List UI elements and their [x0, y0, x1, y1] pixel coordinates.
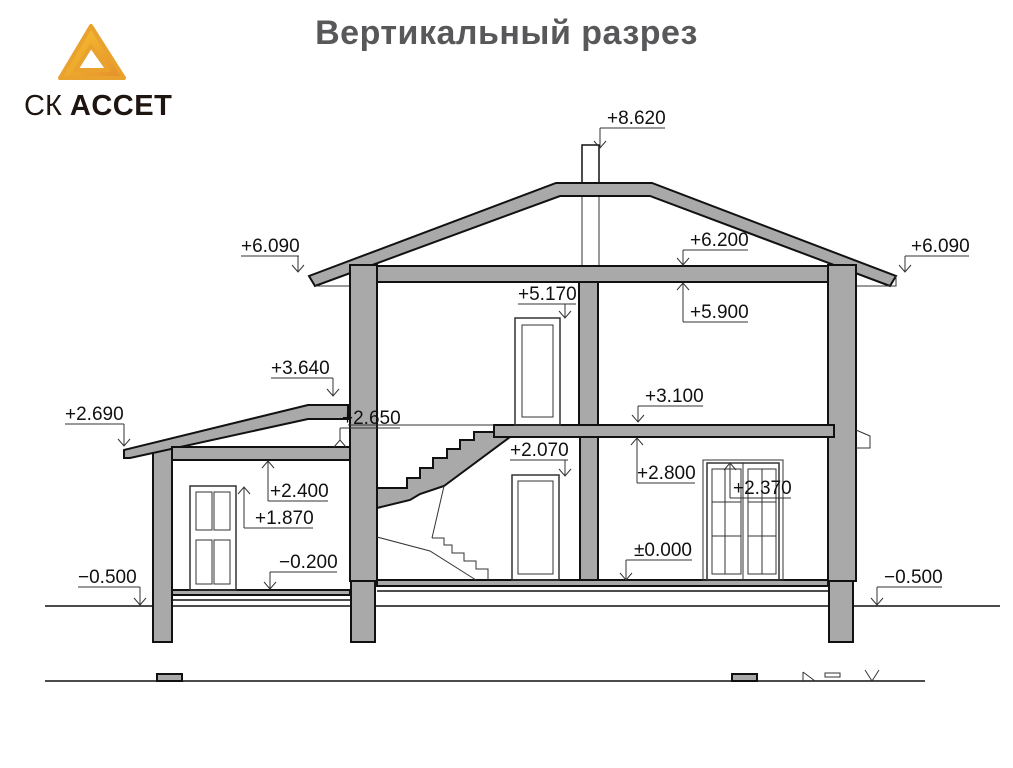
level-marker-annex-roof-base: +2.650 [333, 408, 401, 448]
level-leader [78, 586, 147, 606]
level-leader [271, 377, 340, 397]
level-label: +2.690 [65, 404, 124, 425]
chimney [581, 144, 600, 184]
level-marker-annex-ceiling: +2.400 [261, 460, 329, 502]
upper-door [514, 317, 561, 426]
level-label: +2.370 [733, 478, 792, 499]
staircase [376, 431, 514, 510]
level-label: +2.800 [637, 463, 696, 484]
wall-bracket [855, 429, 871, 449]
level-leader [333, 427, 400, 448]
level-leader [619, 559, 692, 581]
footing-block [156, 673, 183, 682]
level-leader [723, 462, 791, 499]
footing-block [731, 673, 758, 682]
level-label: +6.200 [690, 230, 749, 251]
level-leader [65, 423, 131, 447]
level-marker-eave-right: +6.090 [898, 236, 970, 273]
level-label: −0.500 [78, 567, 137, 588]
level-label: +8.620 [607, 108, 666, 129]
french-door [702, 459, 784, 581]
level-marker-french-door-top: +2.370 [723, 462, 792, 499]
level-marker-annex-roof-top: +3.640 [271, 358, 340, 397]
level-marker-second-ceiling: +5.900 [676, 282, 749, 323]
annex-door [189, 485, 237, 591]
level-label: +1.870 [255, 508, 314, 529]
level-label: +2.400 [270, 481, 329, 502]
level-label: +3.640 [271, 358, 330, 379]
level-leader [261, 460, 328, 502]
right-main-wall [827, 264, 857, 582]
ground-floor-slab [376, 579, 829, 587]
level-marker-ground-right: −0.500 [870, 567, 943, 606]
level-label: +6.090 [241, 236, 300, 257]
level-marker-main-floor: ±0.000 [619, 540, 692, 581]
level-marker-ridge: +8.620 [593, 108, 666, 149]
right-foundation [828, 580, 854, 643]
left-main-wall [349, 264, 378, 582]
annex-floor-slab [171, 589, 351, 596]
level-marker-ground-door-top: +2.070 [510, 440, 572, 477]
level-marker-upper-door-top: +5.170 [518, 284, 577, 319]
misc-marks [802, 669, 880, 682]
level-label: +2.070 [510, 440, 569, 461]
level-marker-attic-floor-top: +6.200 [676, 230, 749, 266]
ground-door [511, 474, 560, 581]
second-floor-slab [493, 424, 835, 438]
logo-prefix: СК [24, 90, 62, 122]
level-marker-second-floor: +3.100 [631, 386, 704, 423]
level-label: −0.500 [884, 567, 943, 588]
level-leader [870, 586, 942, 606]
level-leader [510, 459, 572, 477]
annex-ceiling-beam [171, 446, 351, 461]
level-leader [241, 255, 305, 273]
level-markers: +8.620 +6.090 +6.200 +6.090 +5.170 +5.900 +3.6… [65, 108, 970, 606]
logo-name: ACCET [69, 90, 173, 122]
center-column-lower [579, 436, 599, 581]
level-marker-ground-left: −0.500 [78, 567, 147, 606]
level-leader [631, 405, 703, 423]
level-leader [676, 249, 748, 266]
level-label: −0.200 [279, 552, 338, 573]
level-leader [237, 486, 313, 529]
level-marker-first-ceiling: +2.800 [630, 437, 696, 484]
lower-stair-outline [376, 485, 489, 581]
level-leader [898, 255, 969, 273]
level-leader [676, 282, 748, 323]
level-leader [263, 571, 337, 590]
level-leader [593, 127, 665, 149]
left-foundation [350, 580, 376, 643]
annex-wall [152, 446, 173, 643]
level-label: +5.900 [690, 302, 749, 323]
level-label: +3.100 [645, 386, 704, 407]
logo-text: СК ACCET [24, 90, 172, 123]
level-marker-annex-eave: +2.690 [65, 404, 131, 447]
level-label: +5.170 [518, 284, 577, 305]
level-label: +2.650 [342, 408, 401, 429]
level-marker-annex-door-top: +1.870 [237, 486, 314, 529]
level-marker-eave-left: +6.090 [241, 236, 305, 273]
level-marker-annex-floor: −0.200 [263, 552, 338, 590]
level-leader [630, 437, 695, 484]
level-label: +6.090 [911, 236, 970, 257]
annex-roof [123, 404, 349, 459]
level-leader [518, 303, 576, 319]
attic-floor-beam [376, 265, 829, 283]
triangle-logo-icon [58, 24, 126, 80]
level-label: ±0.000 [634, 540, 692, 561]
center-column-upper [578, 281, 599, 426]
page-title: Вертикальный разрез [315, 14, 698, 52]
